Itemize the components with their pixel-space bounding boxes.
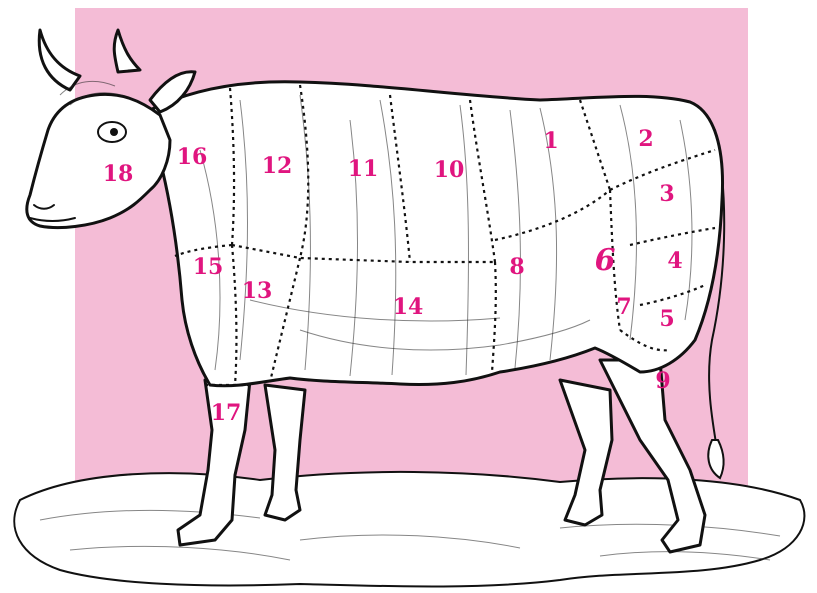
cut-label-3: 3 — [659, 181, 674, 207]
hind-left-leg — [598, 358, 707, 554]
cut-label-4: 4 — [667, 248, 682, 274]
cow-head — [25, 92, 172, 230]
cut-label-15: 15 — [193, 254, 224, 280]
right-horn — [112, 28, 142, 74]
left-horn — [37, 28, 82, 92]
cut-label-13: 13 — [242, 278, 273, 304]
cut-label-17: 17 — [211, 400, 242, 426]
cut-label-5: 5 — [659, 306, 674, 332]
cut-label-18: 18 — [103, 161, 134, 187]
cut-lines — [174, 84, 716, 387]
cut-label-11: 11 — [348, 156, 379, 182]
cow-illustration: 1 2 3 4 5 6 7 8 9 10 11 12 13 14 15 16 1… — [25, 28, 726, 554]
front-left-leg — [176, 378, 252, 547]
cut-label-16: 16 — [177, 144, 208, 170]
cut-label-1: 1 — [543, 128, 558, 154]
cow-body — [148, 80, 724, 388]
cut-label-2: 2 — [638, 126, 653, 152]
cut-label-12: 12 — [262, 153, 293, 179]
cut-label-7: 7 — [616, 294, 631, 320]
ear — [148, 70, 197, 114]
cut-label-9: 9 — [655, 368, 670, 394]
cut-label-14: 14 — [393, 294, 424, 320]
cut-label-6: 6 — [595, 243, 616, 278]
cut-labels: 1 2 3 4 5 6 7 8 9 10 11 12 13 14 15 16 1… — [103, 126, 683, 426]
hind-right-leg — [558, 378, 614, 527]
cut-label-8: 8 — [509, 254, 524, 280]
front-right-leg — [263, 383, 307, 522]
cut-label-10: 10 — [434, 157, 465, 183]
